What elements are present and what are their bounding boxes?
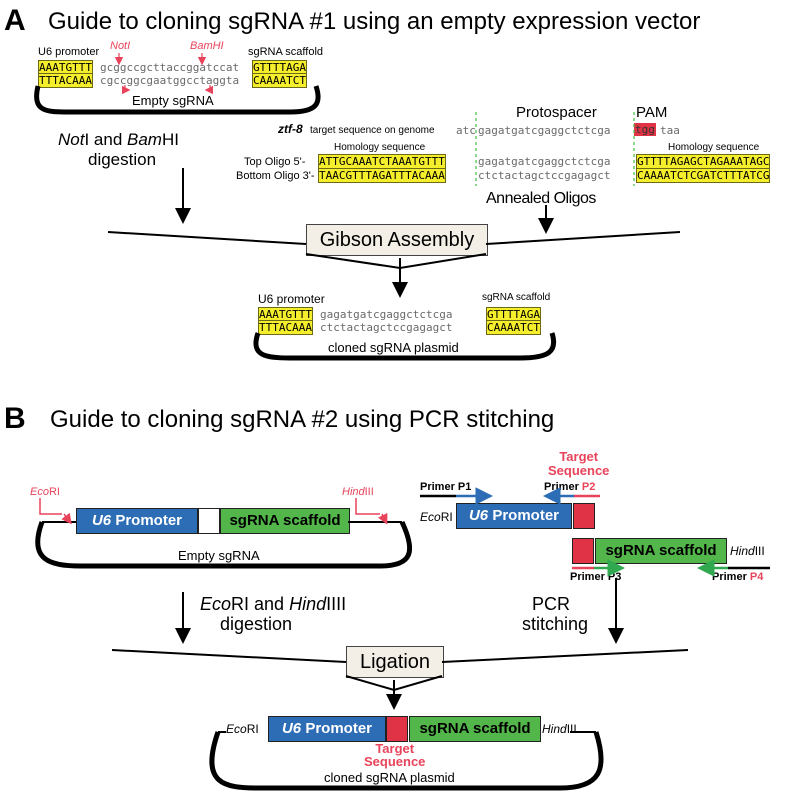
- gene-name: ztf-8: [278, 122, 303, 136]
- cloned-u6-seq-top: AAATGTTT: [258, 307, 313, 322]
- sgrna-scaffold-label: sgRNA scaffold: [248, 46, 324, 58]
- genome-seq-protospacer: gagatgatcgaggctctcga: [478, 124, 611, 137]
- ecori-fragment-label: EcoRI: [420, 510, 453, 524]
- cloned-plasmid-label-b: cloned sgRNA plasmid: [324, 770, 455, 785]
- ecori-site-label: EcoRI: [30, 486, 60, 498]
- pcr-u6-promoter-block: U6 Promoter: [456, 503, 572, 529]
- cloned-protospacer-bottom: ctctactagctccgagagct: [320, 321, 453, 334]
- empty-sgrna-label-b: Empty sgRNA: [178, 548, 260, 563]
- cloned-ecori-label: EcoRI: [226, 722, 259, 736]
- stitching-label: stitching: [522, 614, 589, 634]
- pcr-label: PCR: [532, 594, 571, 614]
- cloned-backbone-b: [209, 731, 604, 791]
- digestion-label: digestion: [88, 150, 157, 169]
- pam-label: PAM: [636, 104, 668, 121]
- scaffold-seq-bottom: CAAAATCT: [252, 73, 307, 88]
- bottom-oligo-protospacer: ctctactagctccgagagct: [478, 169, 611, 182]
- cloned-u6-seq-bottom: TTTACAAA: [258, 320, 313, 335]
- cloned-plasmid-label-a: cloned sgRNA plasmid: [328, 340, 459, 355]
- u6-promoter-label: U6 promoter: [38, 46, 100, 58]
- cloned-scaffold-seq-bottom: CAAAATCT: [486, 320, 541, 335]
- digestion-label-b: digestion: [220, 614, 293, 634]
- panel-a-title: Guide to cloning sgRNA #1 using an empty…: [48, 8, 701, 35]
- noti-site-label: NotI: [110, 40, 131, 52]
- pcr-sgrna-scaffold-block: sgRNA scaffold: [595, 538, 727, 564]
- cloned-protospacer-top: gagatgatcgaggctctcga: [320, 308, 453, 321]
- insert-site-block: [198, 508, 220, 534]
- ligation-box: Ligation: [346, 646, 444, 678]
- target-sequence-label-top: Target Sequence: [548, 449, 610, 478]
- cloned-u6-promoter-block: U6 Promoter: [268, 716, 386, 742]
- cloned-sgrna-scaffold-label: sgRNA scaffold: [482, 292, 551, 303]
- primer-p4-label: Primer P4: [712, 571, 764, 583]
- primer-p1-label: Primer P1: [420, 481, 472, 493]
- hindiii-fragment-label: HindIII: [730, 544, 765, 558]
- genome-seq-flank-right: taa: [660, 124, 680, 137]
- homology-left-label: Homology sequence: [334, 142, 426, 153]
- cloned-backbone-a: [253, 332, 556, 361]
- top-oligo-label: Top Oligo 5'-: [244, 156, 306, 168]
- genome-seq-flank-left: atc: [456, 124, 476, 137]
- empty-vector-backbone-a: [34, 85, 321, 115]
- top-oligo-homology-left: ATTGCAAATCTAAATGTTT: [318, 154, 446, 169]
- pcr-target-block-1: [573, 503, 595, 529]
- cloned-target-block: [386, 716, 408, 742]
- homology-right-label: Homology sequence: [668, 142, 760, 153]
- bamhi-site-label: BamHI: [190, 40, 224, 52]
- top-oligo-homology-right: GTTTTAGAGCTAGAAATAGC: [636, 154, 771, 169]
- pcr-target-block-2: [572, 538, 594, 564]
- annealed-oligos-label: Annealed Oligos: [486, 190, 596, 207]
- sgrna-scaffold-block: sgRNA scaffold: [220, 508, 350, 534]
- empty-vector-backbone-b: [35, 520, 413, 569]
- ecori-hindiii-digestion-label: EcoRI and HindIIII: [200, 594, 347, 614]
- hindiii-site-label: HindIII: [342, 486, 374, 498]
- top-oligo-protospacer: gagatgatcgaggctctcga: [478, 155, 611, 168]
- cloned-hindiii-label: HindIII: [542, 722, 577, 736]
- panel-b-title: Guide to cloning sgRNA #2 using PCR stit…: [50, 406, 555, 433]
- genome-seq-pam: tgg: [634, 123, 656, 136]
- bottom-oligo-label: Bottom Oligo 3'-: [236, 170, 315, 182]
- protospacer-label: Protospacer: [516, 104, 597, 121]
- target-sequence-label: target sequence on genome: [310, 125, 435, 136]
- panel-b-letter: B: [4, 402, 26, 435]
- noti-bamhi-digestion-label: NotI and BamHI: [58, 130, 179, 149]
- panel-a-letter: A: [4, 4, 26, 37]
- empty-sgrna-label: Empty sgRNA: [132, 93, 214, 108]
- target-sequence-label-bottom: Target Sequence: [364, 741, 426, 769]
- cloned-u6-promoter-label: U6 promoter: [258, 292, 325, 306]
- bottom-oligo-homology-left: TAACGTTTAGATTTACAAA: [318, 168, 446, 183]
- cloned-sgrna-scaffold-block: sgRNA scaffold: [409, 716, 541, 742]
- gibson-assembly-box: Gibson Assembly: [306, 224, 488, 256]
- mcs-seq-bottom: cgccggcgaatggcctaggta: [100, 74, 240, 87]
- bottom-oligo-homology-right: CAAAATCTCGATCTTTATCG: [636, 168, 771, 183]
- u6-promoter-block: U6 Promoter: [76, 508, 198, 534]
- u6-seq-bottom: TTTACAAA: [38, 73, 93, 88]
